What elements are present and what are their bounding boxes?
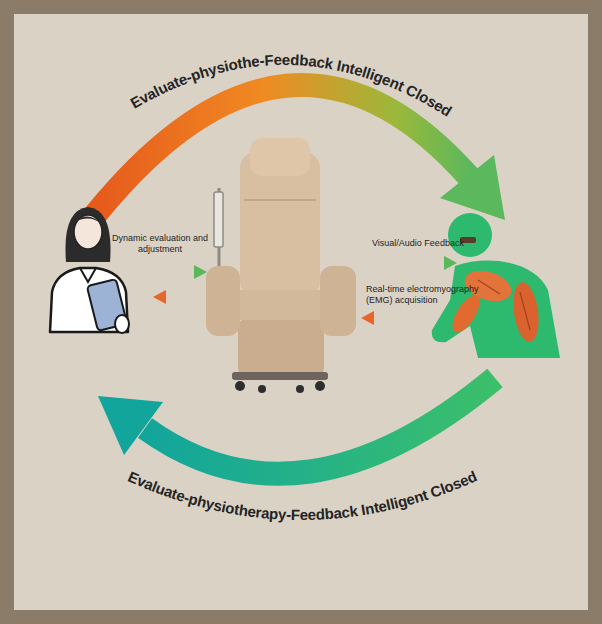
arrow-head bbox=[444, 256, 457, 270]
arrow-label: Real-time electromyography (EMG) acquisi… bbox=[366, 284, 494, 306]
hand bbox=[115, 315, 129, 333]
armrest bbox=[206, 266, 240, 336]
muscle bbox=[447, 291, 485, 336]
face bbox=[74, 215, 102, 249]
caster bbox=[235, 381, 245, 391]
arrow-head bbox=[98, 396, 163, 455]
cycle-title: Evaluate-physiothe-Feedback Intelligent … bbox=[127, 51, 454, 120]
headrest bbox=[250, 138, 310, 176]
armrest bbox=[320, 266, 356, 336]
arrow-head bbox=[153, 290, 166, 304]
seat bbox=[226, 290, 334, 320]
cycle-title: Evaluate-physiotherapy-Feedback Intellig… bbox=[126, 467, 480, 523]
panel bbox=[14, 14, 588, 610]
hair bbox=[65, 207, 110, 262]
arrow-line bbox=[360, 261, 446, 266]
head bbox=[448, 213, 492, 257]
arrow-head bbox=[194, 265, 207, 279]
arrow-line bbox=[155, 270, 196, 275]
arrow-head bbox=[361, 311, 374, 325]
therapist-icon bbox=[50, 207, 129, 333]
leg-rest bbox=[238, 318, 324, 378]
arc-band bbox=[145, 378, 495, 474]
muscle-line bbox=[478, 280, 530, 330]
recliner-chair bbox=[206, 138, 356, 393]
bottom-cycle-arrow bbox=[98, 378, 495, 474]
stand-screen bbox=[214, 192, 223, 247]
body bbox=[50, 268, 128, 332]
arrow-line bbox=[164, 295, 206, 300]
caster bbox=[315, 381, 325, 391]
base bbox=[232, 372, 328, 380]
arrow-line bbox=[372, 316, 458, 321]
fringe bbox=[74, 216, 102, 224]
arrow-head bbox=[440, 155, 505, 220]
muscle bbox=[510, 281, 542, 344]
cycle-title: Evaluate-physiothe-Feedback Intelligent … bbox=[127, 51, 454, 120]
arrow-label: Visual/Audio Feedback bbox=[372, 238, 482, 249]
left-arrows bbox=[153, 265, 207, 304]
collar bbox=[80, 268, 96, 282]
caster bbox=[258, 385, 266, 393]
arrow-label: Dynamic evaluation and adjustment bbox=[110, 233, 210, 255]
seam bbox=[244, 199, 316, 201]
body bbox=[432, 261, 560, 358]
cycle-title: Evaluate-physiotherapy-Feedback Intellig… bbox=[126, 467, 480, 523]
caster bbox=[296, 385, 304, 393]
